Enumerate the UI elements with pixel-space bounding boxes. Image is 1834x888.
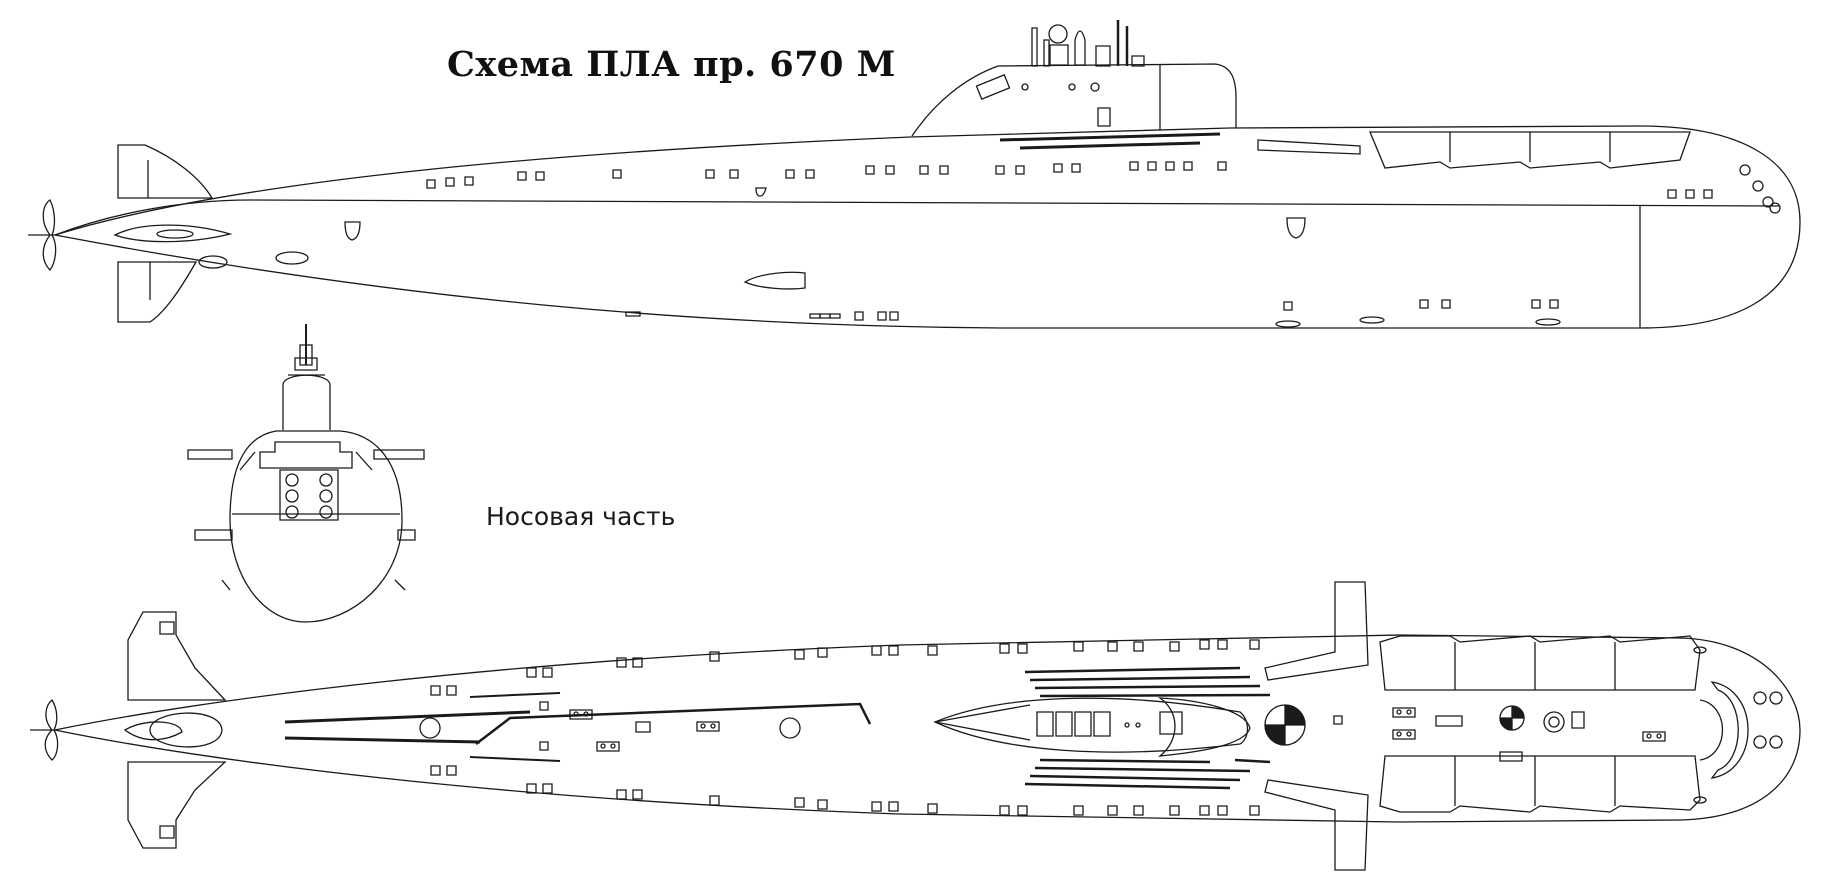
side-mast-4 [1132,56,1144,66]
plan-lower-port-row [431,766,1259,815]
plan-stern-heart [125,722,182,740]
side-sail-hatch [1098,108,1110,126]
side-sail-port-2 [1069,84,1075,90]
side-bow-port-3 [1763,197,1773,207]
side-stern-plane-core [157,230,193,238]
side-intake [756,188,766,196]
plan-sail-inner [1160,698,1250,756]
plan-bow-deck [1700,700,1723,760]
side-sail-window [976,75,1009,99]
side-view [28,20,1800,328]
cross-section-view [188,324,424,622]
plan-rotor-2 [1500,706,1524,730]
side-bow-port-1 [1740,165,1750,175]
side-torpedo-port [745,272,805,289]
plan-bow-arc [1712,682,1748,778]
side-hatch-2 [1287,218,1305,238]
plan-bow-ports [1754,692,1782,748]
side-radar-dome [1049,25,1067,43]
plan-lower-stabilizer-notch [160,826,174,838]
plan-missile-containers-lower [1380,756,1700,812]
drawing-title: Схема ПЛА пр. 670 М [447,44,896,85]
side-stern-plane [115,225,230,242]
section-hatch-edge-r [356,452,372,470]
side-hull-outline [55,126,1800,328]
plan-upper-stabilizer-notch [160,622,174,634]
side-aft-slot [276,252,308,264]
plan-bow-vent-2 [1694,797,1706,803]
section-keel-left [222,580,230,590]
plan-missile-containers-upper [1380,636,1700,690]
plan-rotor-1 [1265,705,1305,745]
plan-upper-stabilizer [128,612,225,700]
section-sail [283,375,330,430]
side-waterline [55,200,1780,235]
plan-sail-box-4 [1094,712,1110,736]
plan-sail-box-2 [1056,712,1072,736]
side-hatch-1 [345,222,360,240]
plan-stern-ring [150,713,222,747]
plan-sail-box-5 [1160,712,1182,734]
side-bow-port-4 [1770,203,1780,213]
section-plane-left [188,450,232,459]
side-sail-port-1 [1022,84,1028,90]
plan-upper-port-row [431,640,1259,695]
side-mast-base-1 [1050,45,1068,65]
plan-fore-seam [935,705,1030,740]
section-mast-base [295,358,317,370]
side-mast-1 [1032,28,1037,66]
side-upper-fin [118,145,212,198]
plan-sail-dot-1 [1125,723,1129,727]
plan-bow-plane-lower [1265,780,1368,870]
side-bow-port-2 [1753,181,1763,191]
side-sail [912,64,1236,136]
side-sail-port-3 [1091,83,1099,91]
side-sail-rail-2 [1020,143,1200,148]
side-lower-port-row [626,300,1560,327]
plan-deck-strips [470,668,1270,788]
plan-view [30,582,1800,870]
plan-propeller-icon [30,700,58,760]
plan-sail-box-1 [1037,712,1053,736]
plan-lower-stabilizer [128,762,225,848]
side-lower-fin [118,262,196,322]
section-fin-right [398,530,415,540]
plan-hatch-1 [420,718,440,738]
plan-anchor-ring-inner [1549,717,1559,727]
side-mast-2 [1044,40,1049,66]
plan-hatch-pairs [540,702,1665,761]
side-periscope [1075,31,1085,65]
plan-deck-line-2 [285,738,480,742]
plan-bow-vent-1 [1694,647,1706,653]
section-tube-ports [286,474,332,518]
plan-catwalk [476,704,870,744]
section-keel-right [395,580,405,590]
side-upper-port-row [427,162,1712,198]
plan-box-b [1572,712,1584,728]
side-stern-slot [199,256,227,268]
plan-hatch-2 [780,718,800,738]
side-propeller-icon [28,200,56,270]
section-hull [230,431,402,622]
section-fin-left [195,530,232,540]
section-hatch-edge-l [240,452,255,470]
plan-bow-plane-upper [1265,582,1368,680]
plan-sail-box-3 [1075,712,1091,736]
bow-section-label: Носовая часть [486,502,676,531]
side-missile-tube [1258,140,1360,154]
side-missile-containers [1370,132,1690,168]
plan-anchor-ring [1544,712,1564,732]
plan-sail-dot-2 [1136,723,1140,727]
side-mast-3 [1096,46,1110,66]
plan-box-a [1436,716,1462,726]
section-tube-frame [280,470,338,520]
section-plane-right [374,450,424,459]
plan-hull-outline [55,635,1800,822]
section-hatch-block [260,442,352,468]
plan-sail [935,698,1248,752]
plan-deck-line-1 [285,712,530,722]
side-sail-rail [1000,134,1220,140]
